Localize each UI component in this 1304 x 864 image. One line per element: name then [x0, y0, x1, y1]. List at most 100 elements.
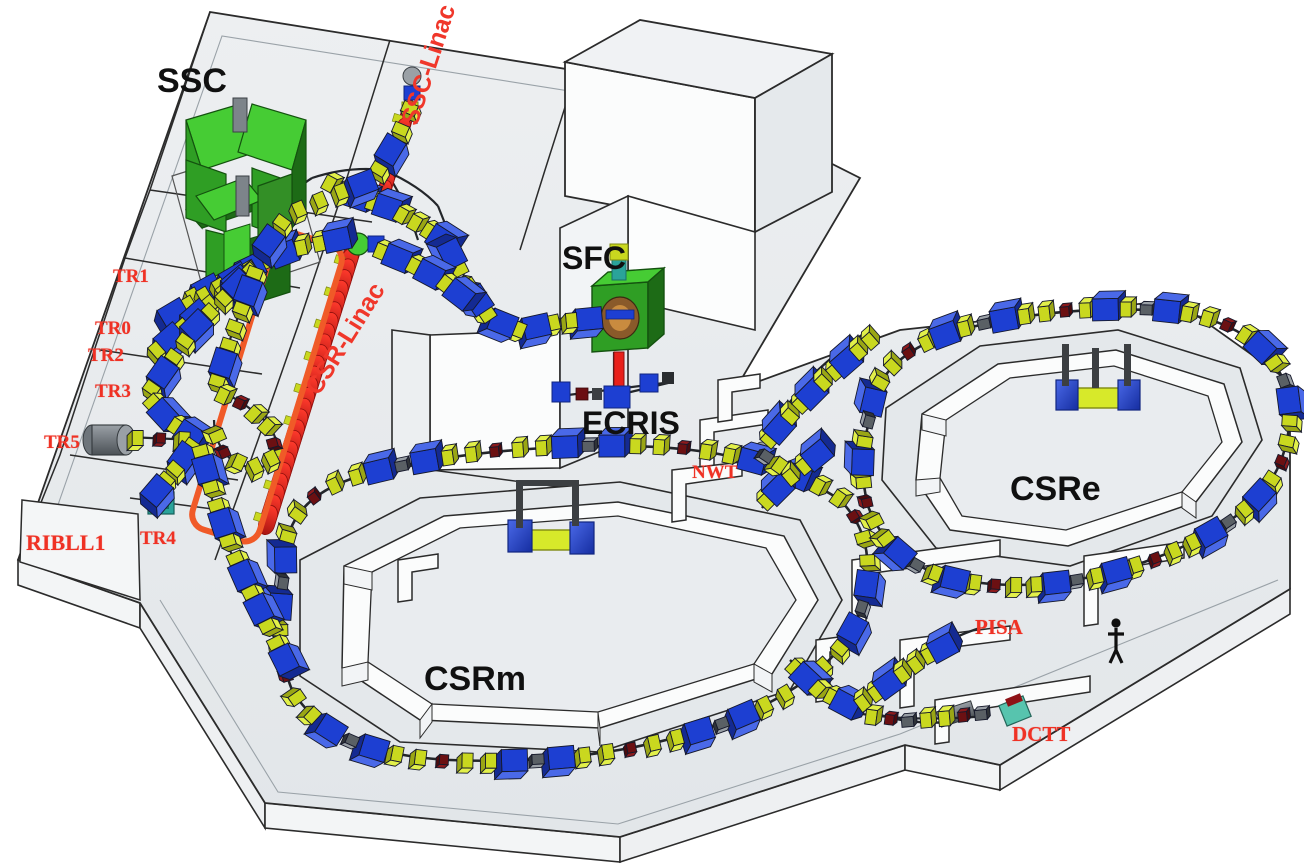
diagnostic-element: [1067, 573, 1085, 591]
corrector-magnet: [1219, 317, 1238, 333]
diagnostic-element: [339, 732, 361, 750]
dipole-magnet: [723, 698, 762, 741]
quadrupole-magnet: [1036, 299, 1056, 323]
dipole-magnet: [678, 715, 717, 756]
sfc-cyclotron: [589, 243, 667, 353]
ecris-source: [551, 351, 674, 409]
quadrupole-magnet: [868, 366, 891, 393]
quadrupole-magnet: [665, 727, 686, 754]
quadrupole-magnet: [1085, 566, 1106, 592]
dipole-magnet: [348, 733, 391, 769]
quadrupole-magnet: [1016, 301, 1036, 326]
quadrupole-magnet: [1234, 499, 1255, 527]
corrector-magnet: [986, 577, 1002, 594]
scale-human-figure: [1108, 618, 1124, 664]
quadrupole-magnet: [257, 616, 285, 638]
diagnostic-element: [900, 711, 918, 728]
quadrupole-magnet: [1163, 540, 1184, 568]
quadrupole-magnet: [860, 323, 881, 352]
quadrupole-magnet: [1280, 414, 1303, 434]
corrector-magnet: [231, 394, 251, 411]
quadrupole-magnet: [405, 211, 432, 233]
quadrupole-magnet: [937, 704, 956, 728]
dipole-magnet: [321, 216, 359, 255]
quadrupole-magnet: [295, 705, 323, 726]
quadrupole-magnet: [479, 752, 498, 775]
dipole-magnet: [835, 611, 872, 657]
quadrupole-magnet: [279, 687, 308, 708]
dipole-magnet: [852, 568, 887, 608]
quadrupole-magnet: [1198, 306, 1222, 329]
diagnostic-element: [528, 753, 546, 770]
csr-linac: [189, 229, 385, 545]
quadrupole-magnet: [368, 159, 391, 186]
quadrupole-magnet: [175, 331, 196, 358]
quadrupole-magnet: [330, 182, 351, 209]
dipole-magnet: [925, 620, 964, 665]
quadrupole-magnet: [808, 474, 834, 497]
quadrupole-magnet: [243, 404, 271, 425]
corrector-magnet: [434, 753, 450, 769]
quadrupole-magnet: [288, 199, 309, 227]
quadrupole-magnet: [1182, 532, 1203, 559]
quadrupole-magnet: [1277, 433, 1300, 456]
dipole-magnet: [380, 238, 425, 275]
quadrupole-magnet: [918, 705, 938, 729]
quadrupole-magnet: [848, 334, 869, 362]
corrector-magnet: [212, 444, 232, 460]
quadrupole-magnet: [256, 416, 284, 437]
quadrupole-magnet: [383, 744, 405, 767]
quadrupole-magnet: [859, 553, 882, 572]
corrector-magnet: [1058, 301, 1074, 318]
quadrupole-magnet: [440, 442, 460, 467]
quadrupole-magnet: [347, 460, 368, 487]
quadrupole-magnet: [534, 433, 553, 457]
corrector-magnet: [1273, 453, 1290, 473]
corrector-magnet: [151, 431, 167, 448]
quadrupole-magnet: [857, 510, 885, 531]
corrector-magnet: [956, 706, 972, 723]
quadrupole-magnet: [829, 638, 851, 666]
dipole-magnet: [540, 744, 577, 779]
quadrupole-magnet: [293, 232, 313, 257]
quadrupole-magnet: [510, 435, 530, 459]
quadrupole-magnet: [652, 434, 672, 456]
csrm-tunnel: [299, 481, 843, 753]
corrector-magnet: [883, 710, 900, 727]
quadrupole-magnet: [868, 528, 897, 549]
quadrupole-magnet: [775, 683, 796, 711]
quadrupole-magnet: [864, 704, 885, 727]
dipole-magnet: [493, 748, 529, 781]
quadrupole-magnet: [1179, 301, 1201, 324]
quadrupole-magnet: [780, 459, 801, 488]
corrector-magnet: [622, 741, 638, 759]
corrector-magnet: [901, 341, 917, 361]
corrector-magnet: [488, 441, 503, 458]
quadrupole-magnet: [201, 478, 227, 499]
magnet-lattice: [125, 99, 1304, 781]
quadrupole-magnet: [1025, 576, 1044, 599]
diagnostic-element: [581, 436, 599, 453]
dipole-magnet: [799, 427, 836, 473]
quadrupole-magnet: [851, 428, 874, 450]
quadrupole-magnet: [224, 318, 247, 343]
diagnostic-element: [752, 448, 775, 466]
quadrupole-magnet: [260, 448, 281, 476]
corrector-magnet: [306, 485, 322, 506]
dipole-magnet: [341, 168, 380, 210]
quadrupole-magnet: [779, 399, 801, 427]
quadrupole-magnet: [882, 349, 903, 377]
quadrupole-magnet: [560, 312, 579, 336]
dipole-magnet: [267, 642, 311, 680]
csrm-rf-cavity: [507, 480, 595, 555]
dipole-magnet: [251, 223, 288, 270]
corrector-magnet: [676, 440, 693, 456]
quadrupole-magnet: [244, 456, 265, 484]
dipole-magnet: [139, 472, 175, 520]
csre-rf-cavity: [1055, 344, 1141, 411]
building-block-main: [562, 19, 835, 234]
quadrupole-magnet: [455, 751, 474, 774]
quadrupole-magnet: [407, 748, 428, 771]
